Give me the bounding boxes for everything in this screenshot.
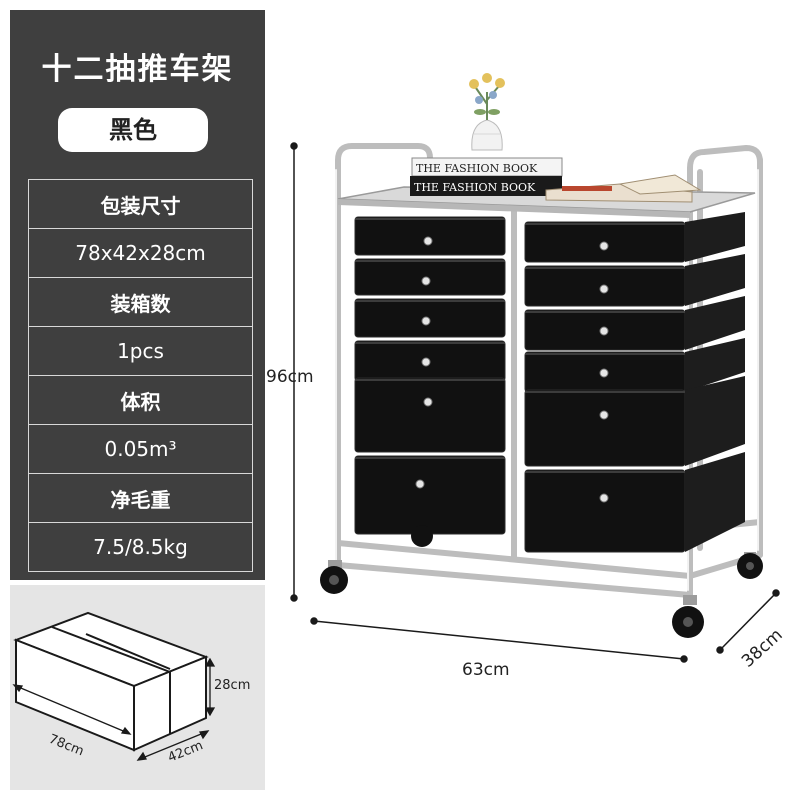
spec-value-weight: 7.5/8.5kg: [29, 522, 252, 571]
box-width-label: 42cm: [166, 738, 205, 766]
drawer[interactable]: [354, 298, 506, 338]
drawer[interactable]: [524, 389, 686, 467]
spec-value-quantity: 1pcs: [29, 326, 252, 375]
cart-depth-label: 38cm: [738, 625, 787, 672]
spec-panel: 十二抽推车架 黑色 包装尺寸 78x42x28cm 装箱数 1pcs 体积 0.…: [10, 10, 265, 580]
books-decor: THE FASHION BOOK THE FASHION BOOK: [410, 157, 563, 196]
spec-table: 包装尺寸 78x42x28cm 装箱数 1pcs 体积 0.05m³ 净毛重 7…: [28, 179, 253, 572]
drawer[interactable]: [524, 469, 686, 553]
box-dimension-arrows: [12, 657, 216, 761]
cart-wheels: [320, 525, 763, 638]
spec-label-weight: 净毛重: [29, 473, 252, 522]
cart-width-label: 63cm: [462, 660, 510, 680]
spec-value-package-size: 78x42x28cm: [29, 228, 252, 277]
box-height-label: 28cm: [214, 678, 250, 693]
wheel-icon: [320, 560, 348, 594]
spec-label-package-size: 包装尺寸: [100, 193, 181, 218]
package-box-icon: [13, 611, 209, 752]
drawers-left-column: [354, 216, 506, 535]
wheel-icon: [672, 595, 704, 638]
book-spine-top: THE FASHION BOOK: [416, 162, 538, 175]
drawers-right-column: [524, 221, 686, 553]
color-option[interactable]: 黑色: [58, 108, 208, 152]
product-title: 十二抽推车架: [41, 52, 234, 87]
book-spine-bottom: THE FASHION BOOK: [414, 181, 536, 194]
cart-dimension-lines: [290, 142, 780, 663]
box-length-label: 78cm: [47, 732, 86, 760]
cart-height-label: 96cm: [266, 367, 314, 387]
plant-vase-decor: [469, 73, 505, 151]
spec-label-volume: 体积: [29, 375, 252, 424]
spec-label-quantity: 装箱数: [29, 277, 252, 326]
wheel-icon: [411, 525, 433, 547]
open-book-decor: [545, 174, 702, 203]
spec-value-volume: 0.05m³: [29, 424, 252, 473]
drawer[interactable]: [354, 377, 506, 453]
drawer[interactable]: [354, 258, 506, 296]
drawer[interactable]: [354, 216, 506, 256]
wheel-icon: [737, 552, 763, 579]
drawer[interactable]: [354, 455, 506, 535]
drawer-knobs: [415, 236, 609, 503]
